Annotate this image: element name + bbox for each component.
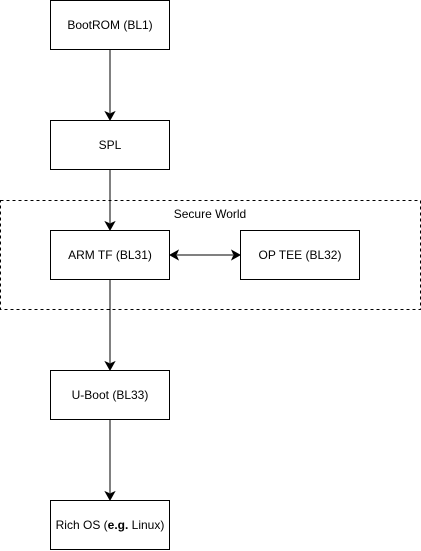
node-optee: OP TEE (BL32) [240, 230, 360, 280]
node-richos-box [50, 500, 170, 550]
node-richos-label-bold: e.g. [108, 518, 129, 532]
node-richos-label-end: Linux) [128, 518, 164, 532]
node-optee-label: OP TEE (BL32) [259, 248, 342, 262]
node-spl-box [50, 120, 170, 170]
node-uboot-label: U-Boot (BL33) [72, 388, 149, 402]
node-bootrom-label: BootROM (BL1) [67, 18, 152, 32]
node-optee-box [240, 230, 360, 280]
arrow-head-spl [104, 110, 116, 122]
node-bootrom-box [50, 0, 170, 50]
arrow-head-armtf [104, 220, 116, 232]
node-richos: Rich OS (e.g. Linux) [50, 500, 170, 550]
node-armtf: ARM TF (BL31) [50, 230, 170, 280]
arrow-head-uboot [104, 360, 116, 372]
node-richos-label: Rich OS (e.g. Linux) [56, 518, 165, 532]
node-bootrom: BootROM (BL1) [50, 0, 170, 50]
node-richos-label-start: Rich OS ( [56, 518, 108, 532]
node-armtf-label: ARM TF (BL31) [68, 248, 152, 262]
arrow-head-optee-right [230, 249, 242, 261]
node-uboot-box [50, 370, 170, 420]
node-spl-label: SPL [99, 138, 122, 152]
arrow-head-richos [104, 490, 116, 502]
node-uboot: U-Boot (BL33) [50, 370, 170, 420]
secure-world-label: Secure World [174, 207, 246, 221]
node-armtf-box [50, 230, 170, 280]
arrow-head-armtf-left [168, 249, 180, 261]
node-spl: SPL [50, 120, 170, 170]
